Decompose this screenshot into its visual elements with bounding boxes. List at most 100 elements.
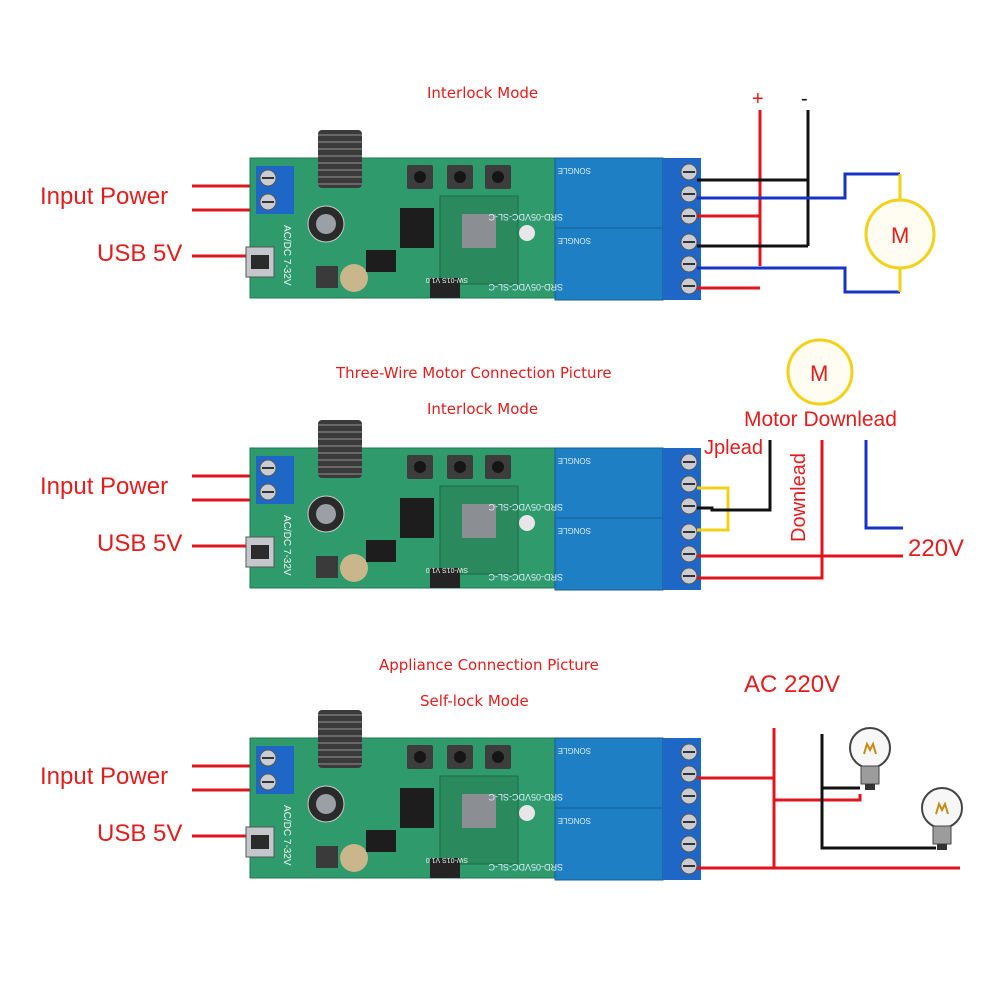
antenna-coil [318, 420, 362, 478]
chip-small [366, 250, 396, 272]
relay-brand-text: SONGLE [558, 456, 591, 465]
neutral-wire [864, 440, 903, 530]
lamp-wire [774, 794, 862, 802]
module-shield [462, 214, 496, 248]
tact-button-cap [492, 171, 504, 183]
module-label: SW-01S V1.0 [426, 856, 468, 863]
capacitor-top [316, 794, 336, 814]
inductor [316, 556, 338, 578]
tact-button-cap [492, 751, 504, 763]
bulb-filament [935, 801, 949, 815]
neutral-wire [820, 788, 936, 850]
capacitor-top [316, 214, 336, 234]
relay [554, 447, 664, 521]
panel2-input-power-label: Input Power [40, 473, 169, 500]
relay-model-text: SRD-05VDC-SL-C [488, 572, 563, 582]
bulb-tip [937, 844, 947, 850]
usb-slot [251, 255, 269, 269]
relay-brand-text: SONGLE [558, 746, 591, 755]
voltage-range-text: AC/DC 7-32V [281, 805, 292, 866]
ac-220v-label: AC 220V [744, 671, 841, 698]
relay-brand-text: SONGLE [558, 166, 591, 175]
usb-slot [251, 545, 269, 559]
status-led [519, 515, 535, 531]
tact-button-cap [414, 461, 426, 473]
relay-brand-text: SONGLE [558, 236, 591, 245]
status-led [519, 225, 535, 241]
chip-small [366, 830, 396, 852]
voltage-range-text: AC/DC 7-32V [281, 515, 292, 576]
bulb-base [860, 765, 880, 785]
relay [554, 807, 664, 881]
relay-model-text: SRD-05VDC-SL-C [488, 502, 563, 512]
module-connector [430, 858, 460, 878]
panel1-input-power-label: Input Power [40, 183, 169, 210]
plus-label: + [752, 88, 764, 110]
motor-icon [864, 198, 936, 270]
module-connector [430, 568, 460, 588]
tact-button-cap [454, 751, 466, 763]
bulb-filament [863, 741, 877, 755]
panel1-usb-label: USB 5V [97, 240, 183, 267]
module-label: SW-01S V1.0 [426, 276, 468, 283]
panel2-title: Three-Wire Motor Connection Picture [336, 364, 612, 382]
chip [400, 498, 434, 538]
downlead-wire [697, 440, 824, 580]
minus-label: - [801, 88, 808, 110]
panel3-title: Appliance Connection Picture [379, 656, 599, 674]
tact-button-cap [414, 751, 426, 763]
antenna-coil [318, 710, 362, 768]
capacitor-small [340, 554, 368, 582]
tact-button-cap [414, 171, 426, 183]
module-shield [462, 794, 496, 828]
motor-downlead-label: Motor Downlead [744, 408, 897, 431]
voltage-220v-label: 220V [908, 535, 965, 562]
inductor [316, 266, 338, 288]
light-bulb-icon [921, 787, 963, 850]
panel1-title: Interlock Mode [427, 84, 539, 102]
uplead-wire [697, 440, 772, 512]
usb-slot [251, 835, 269, 849]
tact-button-cap [492, 461, 504, 473]
relay-brand-text: SONGLE [558, 526, 591, 535]
capacitor-small [340, 264, 368, 292]
capacitor-small [340, 844, 368, 872]
panel3-subtitle: Self-lock Mode [420, 692, 529, 710]
panel2-subtitle: Interlock Mode [427, 400, 539, 418]
chip-small [366, 540, 396, 562]
relay-model-text: SRD-05VDC-SL-C [488, 212, 563, 222]
status-led [519, 805, 535, 821]
motor-icon [786, 338, 854, 406]
bulb-tip [865, 784, 875, 790]
relay-model-text: SRD-05VDC-SL-C [488, 282, 563, 292]
chip [400, 208, 434, 248]
module-label: SW-01S V1.0 [426, 566, 468, 573]
inductor [316, 846, 338, 868]
panel2-usb-label: USB 5V [97, 530, 183, 557]
motor-wire [697, 266, 900, 294]
module-shield [462, 504, 496, 538]
panel3-usb-label: USB 5V [97, 820, 183, 847]
voltage-range-text: AC/DC 7-32V [281, 225, 292, 286]
chip [400, 788, 434, 828]
motor-wire [697, 172, 900, 200]
uplead-label: Jplead [704, 437, 763, 459]
relay-model-text: SRD-05VDC-SL-C [488, 792, 563, 802]
module-connector [430, 278, 460, 298]
tact-button-cap [454, 171, 466, 183]
tact-button-cap [454, 461, 466, 473]
motor-label: M [891, 223, 909, 248]
motor-label: M [810, 361, 828, 386]
panel3-input-power-label: Input Power [40, 763, 169, 790]
relay [554, 227, 664, 301]
antenna-coil [318, 130, 362, 188]
relay [554, 157, 664, 231]
usb-port [245, 536, 275, 568]
relay-model-text: SRD-05VDC-SL-C [488, 862, 563, 872]
light-bulb-icon [849, 727, 891, 790]
